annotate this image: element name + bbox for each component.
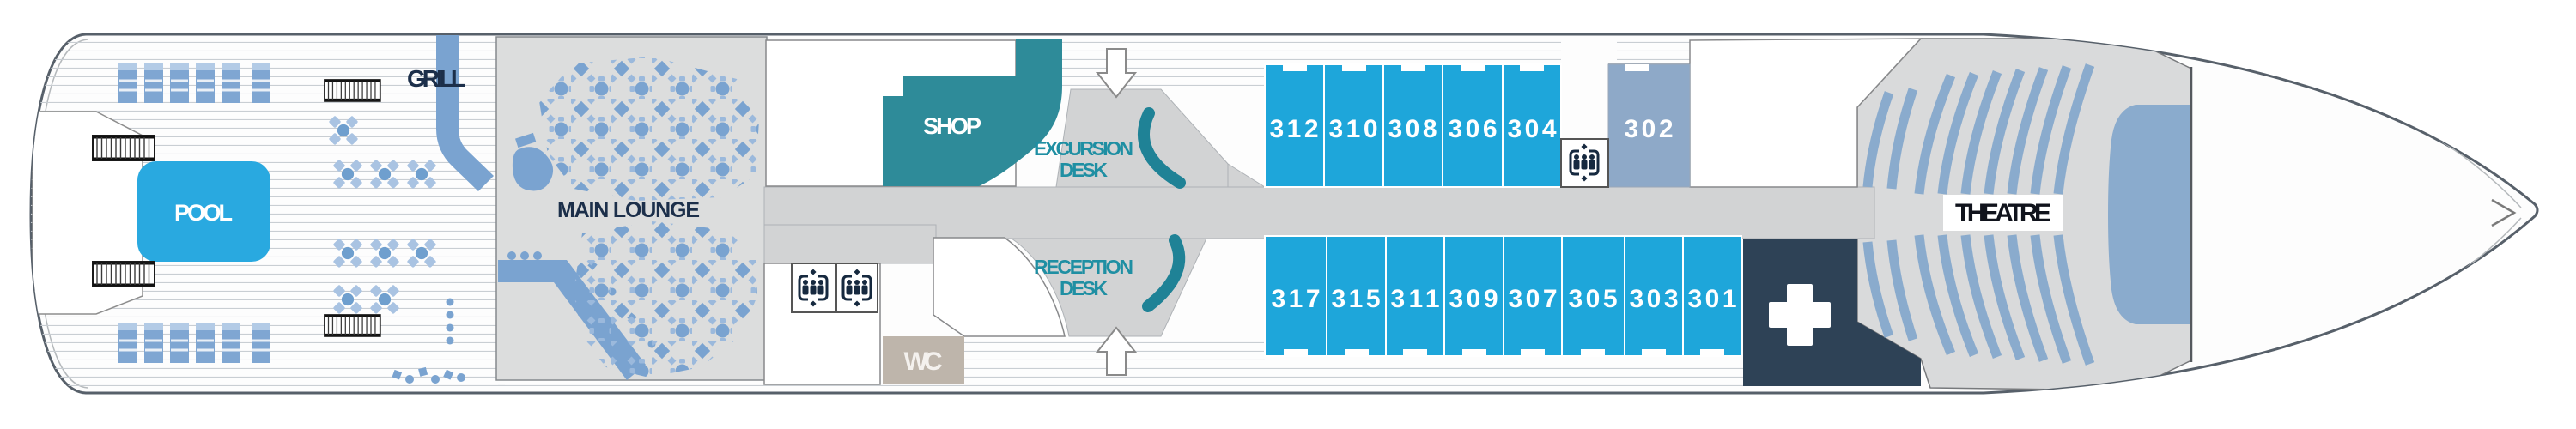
theatre-seating [1862, 63, 2095, 366]
elevator-box-lounge-1 [791, 263, 836, 313]
cabin-315[interactable]: 315 [1326, 235, 1387, 357]
cabin-door [1625, 64, 1649, 71]
cabin-302[interactable]: 302 [1607, 63, 1691, 188]
excursion-desk-counter [1137, 107, 1186, 189]
cabin-310[interactable]: 310 [1323, 63, 1384, 188]
cabin-number: 303 [1630, 285, 1679, 313]
cabin-308[interactable]: 308 [1382, 63, 1443, 188]
cabin-number: 308 [1388, 115, 1437, 143]
medical-cross-icon [1769, 284, 1831, 346]
cabin-303[interactable]: 303 [1624, 235, 1684, 357]
cabin-door [1520, 64, 1544, 71]
cabin-number: 307 [1509, 285, 1558, 313]
wc-label: WC [904, 347, 943, 376]
cabin-door [1345, 349, 1369, 356]
cabin-number: 315 [1332, 285, 1381, 313]
cabin-number: 310 [1329, 115, 1378, 143]
cabin-317[interactable]: 317 [1264, 235, 1327, 357]
excursion-desk-label-line2: DESK [1060, 159, 1108, 181]
piano [512, 132, 554, 191]
cabin-number: 305 [1569, 285, 1618, 313]
cabin-door [1462, 349, 1486, 356]
shop-label: SHOP [923, 113, 981, 139]
medical-room [1743, 239, 1921, 386]
cabin-door [1401, 64, 1425, 71]
theatre-stage [2108, 105, 2191, 324]
cabin-number: 309 [1449, 285, 1498, 313]
cabin-number: 302 [1625, 115, 1674, 143]
cabin-304[interactable]: 304 [1502, 63, 1562, 188]
cabin-door [1284, 349, 1308, 356]
cabin-door [1642, 349, 1666, 356]
cabin-311[interactable]: 311 [1385, 235, 1445, 357]
cabin-door [1700, 349, 1724, 356]
cabin-door [1461, 64, 1485, 71]
reception-desk-counter [1142, 234, 1186, 312]
cabin-door [1521, 349, 1545, 356]
pool-area [137, 161, 270, 262]
svg-text:THEATRE: THEATRE [1955, 199, 2051, 227]
reception-desk-label-line2: DESK [1060, 277, 1108, 299]
down-arrow-icon [1095, 48, 1138, 99]
cabin-305[interactable]: 305 [1561, 235, 1625, 357]
cabin-number: 304 [1508, 115, 1557, 143]
cabin-301[interactable]: 301 [1682, 235, 1742, 357]
theatre-label: THEATRE [1943, 195, 2063, 231]
cabin-number: 311 [1391, 285, 1440, 313]
elevator-box-lounge-2 [835, 263, 878, 313]
excursion-desk-label-line1: EXCURSION [1034, 137, 1133, 160]
bow-chevron-icon [2491, 198, 2517, 227]
cabin-number: 301 [1688, 285, 1737, 313]
grill-label: GRILL [407, 65, 465, 92]
cabin-306[interactable]: 306 [1442, 63, 1504, 188]
room-beside-reception [933, 237, 1066, 337]
cabin-307[interactable]: 307 [1503, 235, 1563, 357]
lounge-tables [539, 57, 759, 378]
grill-ramp [436, 35, 494, 191]
cabin-door [1283, 64, 1307, 71]
up-arrow-icon [1095, 326, 1138, 376]
cabin-number: 317 [1272, 285, 1321, 313]
cabin-312[interactable]: 312 [1264, 63, 1325, 188]
cabin-door [1342, 64, 1366, 71]
reception-desk-label-line1: RECEPTION [1034, 256, 1133, 278]
cabin-309[interactable]: 309 [1443, 235, 1504, 357]
shop-room [883, 39, 1062, 186]
cabin-number: 306 [1449, 115, 1498, 143]
main-lounge-label: MAIN LOUNGE [557, 198, 700, 222]
cabin-number: 312 [1270, 115, 1319, 143]
wc-room [883, 336, 964, 384]
elevator-box-cabins [1560, 138, 1609, 188]
cabin-door [1581, 349, 1605, 356]
cabin-door [1403, 349, 1427, 356]
pool-label: POOL [174, 200, 233, 226]
